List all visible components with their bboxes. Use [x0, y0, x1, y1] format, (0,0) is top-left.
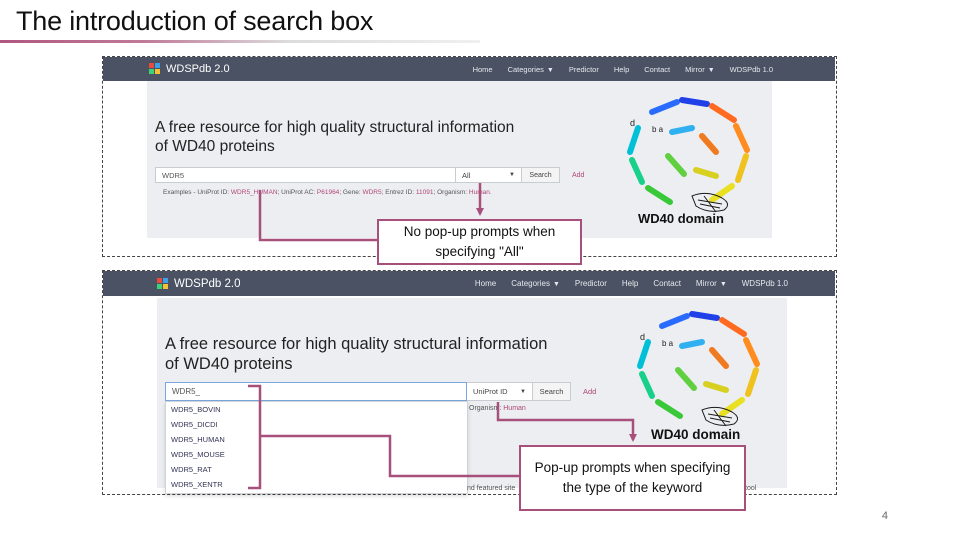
autocomplete-dropdown: WDR5_BOVIN WDR5_DICDI WDR5_HUMAN WDR5_MO…	[165, 401, 468, 494]
bottom-search-button[interactable]: Search	[533, 382, 571, 401]
organism-link[interactable]: Human	[503, 405, 526, 412]
examples-organism-label: ; Organism:	[433, 189, 469, 196]
examples-entrez-label: ; Entrez ID:	[381, 189, 416, 196]
brand-name: WDSPdb 2.0	[166, 63, 230, 75]
caret-down-icon: ▼	[546, 66, 554, 74]
top-add-link[interactable]: Add	[572, 171, 585, 179]
logo-icon	[149, 63, 160, 74]
bottom-navbar: WDSPdb 2.0 Home Categories▼ Predictor He…	[103, 271, 835, 296]
top-type-select[interactable]: All ▼	[456, 167, 522, 183]
nav-contact[interactable]: Contact	[644, 64, 671, 74]
nav-contact[interactable]: Contact	[653, 279, 681, 288]
examples-prefix: Examples - UniProt ID:	[163, 189, 231, 196]
top-tagline: A free resource for high quality structu…	[155, 119, 514, 157]
tagline-line-2: of WD40 proteins	[155, 137, 275, 155]
suggestion-item[interactable]: WDR5_DICDI	[171, 420, 218, 429]
select-value: UniProt ID	[473, 387, 508, 396]
nav-home[interactable]: Home	[474, 279, 497, 288]
nav-help[interactable]: Help	[621, 279, 639, 288]
nav-mirror[interactable]: Mirror▼	[696, 279, 727, 288]
bottom-search-row: WDR5_ UniProt ID ▼ Search Add	[165, 382, 596, 401]
top-search-row: WDR5 All ▼ Search Add	[155, 167, 584, 183]
caret-down-icon: ▼	[719, 281, 727, 288]
bottom-type-select[interactable]: UniProt ID ▼	[467, 382, 533, 401]
caret-down-icon: ▼	[707, 66, 715, 74]
bottom-brand[interactable]: WDSPdb 2.0	[157, 277, 241, 290]
partial-text-left: nd featured site	[467, 485, 516, 492]
logo-icon	[157, 277, 168, 289]
svg-text:d: d	[630, 118, 635, 128]
suggestion-item[interactable]: WDR5_BOVIN	[171, 405, 221, 414]
top-navbar: WDSPdb 2.0 Home Categories▼ Predictor He…	[103, 57, 835, 81]
tagline-line-1: A free resource for high quality structu…	[165, 335, 548, 353]
bottom-screenshot-frame	[102, 270, 837, 495]
examples-ac-label: ; UniProt AC:	[277, 189, 317, 196]
bottom-tagline: A free resource for high quality structu…	[165, 334, 547, 374]
top-search-input[interactable]: WDR5	[155, 167, 456, 183]
nav-home[interactable]: Home	[472, 64, 493, 74]
nav-predictor[interactable]: Predictor	[568, 64, 599, 74]
svg-text:d: d	[640, 332, 645, 342]
suggestion-item[interactable]: WDR5_HUMAN	[171, 435, 225, 444]
example-entrez[interactable]: 11091	[415, 189, 434, 196]
nav-wdspdb1[interactable]: WDSPdb 1.0	[729, 64, 773, 74]
caret-down-icon: ▼	[552, 281, 560, 288]
top-figure-label: WD40 domain	[638, 211, 724, 226]
select-caret-icon: ▼	[509, 172, 515, 178]
nav-categories-label: Categories	[507, 64, 544, 74]
callout-no-popup: No pop-up prompts when specifying "All"	[377, 219, 582, 265]
bottom-add-link[interactable]: Add	[583, 387, 597, 396]
tagline-line-1: A free resource for high quality structu…	[155, 119, 515, 136]
top-brand[interactable]: WDSPdb 2.0	[149, 63, 230, 75]
page-number: 4	[881, 510, 888, 522]
select-caret-icon: ▼	[520, 388, 526, 395]
brand-name: WDSPdb 2.0	[174, 277, 241, 290]
bottom-protein-structure-image: d b a	[637, 311, 760, 427]
partial-text-right: tool	[745, 485, 757, 492]
callout-popup: Pop-up prompts when specifying the type …	[519, 445, 746, 511]
examples-gene-label: ; Gene:	[339, 189, 363, 196]
nav-categories[interactable]: Categories▼	[508, 65, 554, 74]
title-underline	[0, 40, 480, 43]
nav-help[interactable]: Help	[613, 64, 630, 74]
bottom-organism-line: Organism: Human	[469, 405, 526, 412]
svg-text:b a: b a	[652, 125, 664, 134]
nav-categories-label: Categories	[511, 279, 550, 288]
nav-mirror-label: Mirror	[695, 279, 717, 288]
nav-mirror-label: Mirror	[685, 64, 705, 74]
tagline-line-2: of WD40 proteins	[165, 355, 293, 374]
nav-wdspdb1[interactable]: WDSPdb 1.0	[741, 279, 788, 288]
example-gene[interactable]: WDR5	[362, 189, 382, 196]
suggestion-item[interactable]: WDR5_RAT	[171, 465, 212, 474]
nav-categories[interactable]: Categories▼	[511, 279, 560, 288]
search-input-value: WDR5_	[172, 387, 201, 396]
suggestion-item[interactable]: WDR5_MOUSE	[171, 450, 225, 459]
select-value: All	[462, 170, 471, 180]
slide-title: The introduction of search box	[16, 6, 374, 36]
search-input-value: WDR5	[162, 170, 185, 180]
nav-predictor[interactable]: Predictor	[574, 279, 607, 288]
organism-label: Organism:	[469, 405, 502, 412]
top-search-button[interactable]: Search	[522, 167, 560, 183]
example-uniprot-id[interactable]: WDR5_HUMAN	[230, 189, 278, 196]
bottom-figure-label: WD40 domain	[651, 427, 741, 442]
svg-text:b a: b a	[662, 339, 674, 348]
top-protein-structure-image: d b a	[627, 97, 750, 213]
nav-mirror[interactable]: Mirror▼	[685, 65, 715, 74]
suggestion-item[interactable]: WDR5_XENTR	[171, 480, 223, 489]
bottom-search-input[interactable]: WDR5_	[165, 382, 467, 401]
example-uniprot-ac[interactable]: P61964	[316, 189, 340, 196]
